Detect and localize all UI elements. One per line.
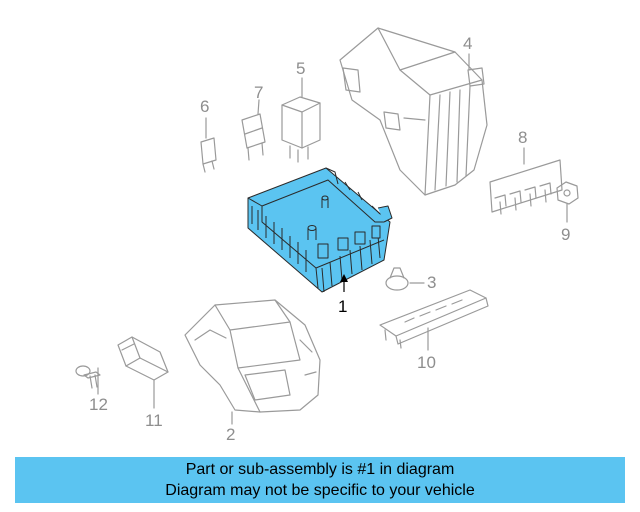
callout-4: 4 bbox=[463, 34, 473, 53]
part-3-clip bbox=[385, 267, 409, 291]
part-12-screw bbox=[75, 365, 101, 389]
part-11-bracket bbox=[117, 336, 169, 381]
leader-1-arrow bbox=[340, 274, 348, 282]
banner-line-1: Part or sub-assembly is #1 in diagram bbox=[185, 461, 455, 478]
callout-7: 7 bbox=[254, 83, 264, 102]
part-2-housing bbox=[184, 299, 321, 413]
banner-line-2: Diagram may not be specific to your vehi… bbox=[165, 482, 475, 499]
leader-7 bbox=[257, 99, 260, 115]
callout-6: 6 bbox=[200, 97, 210, 116]
callout-10: 10 bbox=[417, 353, 436, 372]
part-4-cover bbox=[339, 27, 488, 196]
callout-5: 5 bbox=[296, 59, 306, 78]
callout-3: 3 bbox=[427, 273, 437, 292]
disclaimer-banner: Part or sub-assembly is #1 in diagram Di… bbox=[15, 457, 625, 503]
callout-11: 11 bbox=[145, 411, 163, 430]
part-5-relay bbox=[281, 96, 321, 163]
callout-9: 9 bbox=[561, 225, 571, 244]
callout-1: 1 bbox=[338, 297, 348, 316]
callout-12: 12 bbox=[89, 395, 108, 414]
part-9-nut bbox=[556, 181, 579, 205]
callout-8: 8 bbox=[518, 128, 528, 147]
part-7-fuse bbox=[241, 113, 266, 161]
part-10-connector bbox=[379, 289, 489, 349]
part-1-fuse-box bbox=[247, 167, 393, 293]
callout-2: 2 bbox=[226, 425, 236, 444]
part-6-fuse bbox=[200, 137, 217, 173]
parts-diagram bbox=[75, 27, 579, 425]
part-8-bracket bbox=[489, 159, 563, 215]
